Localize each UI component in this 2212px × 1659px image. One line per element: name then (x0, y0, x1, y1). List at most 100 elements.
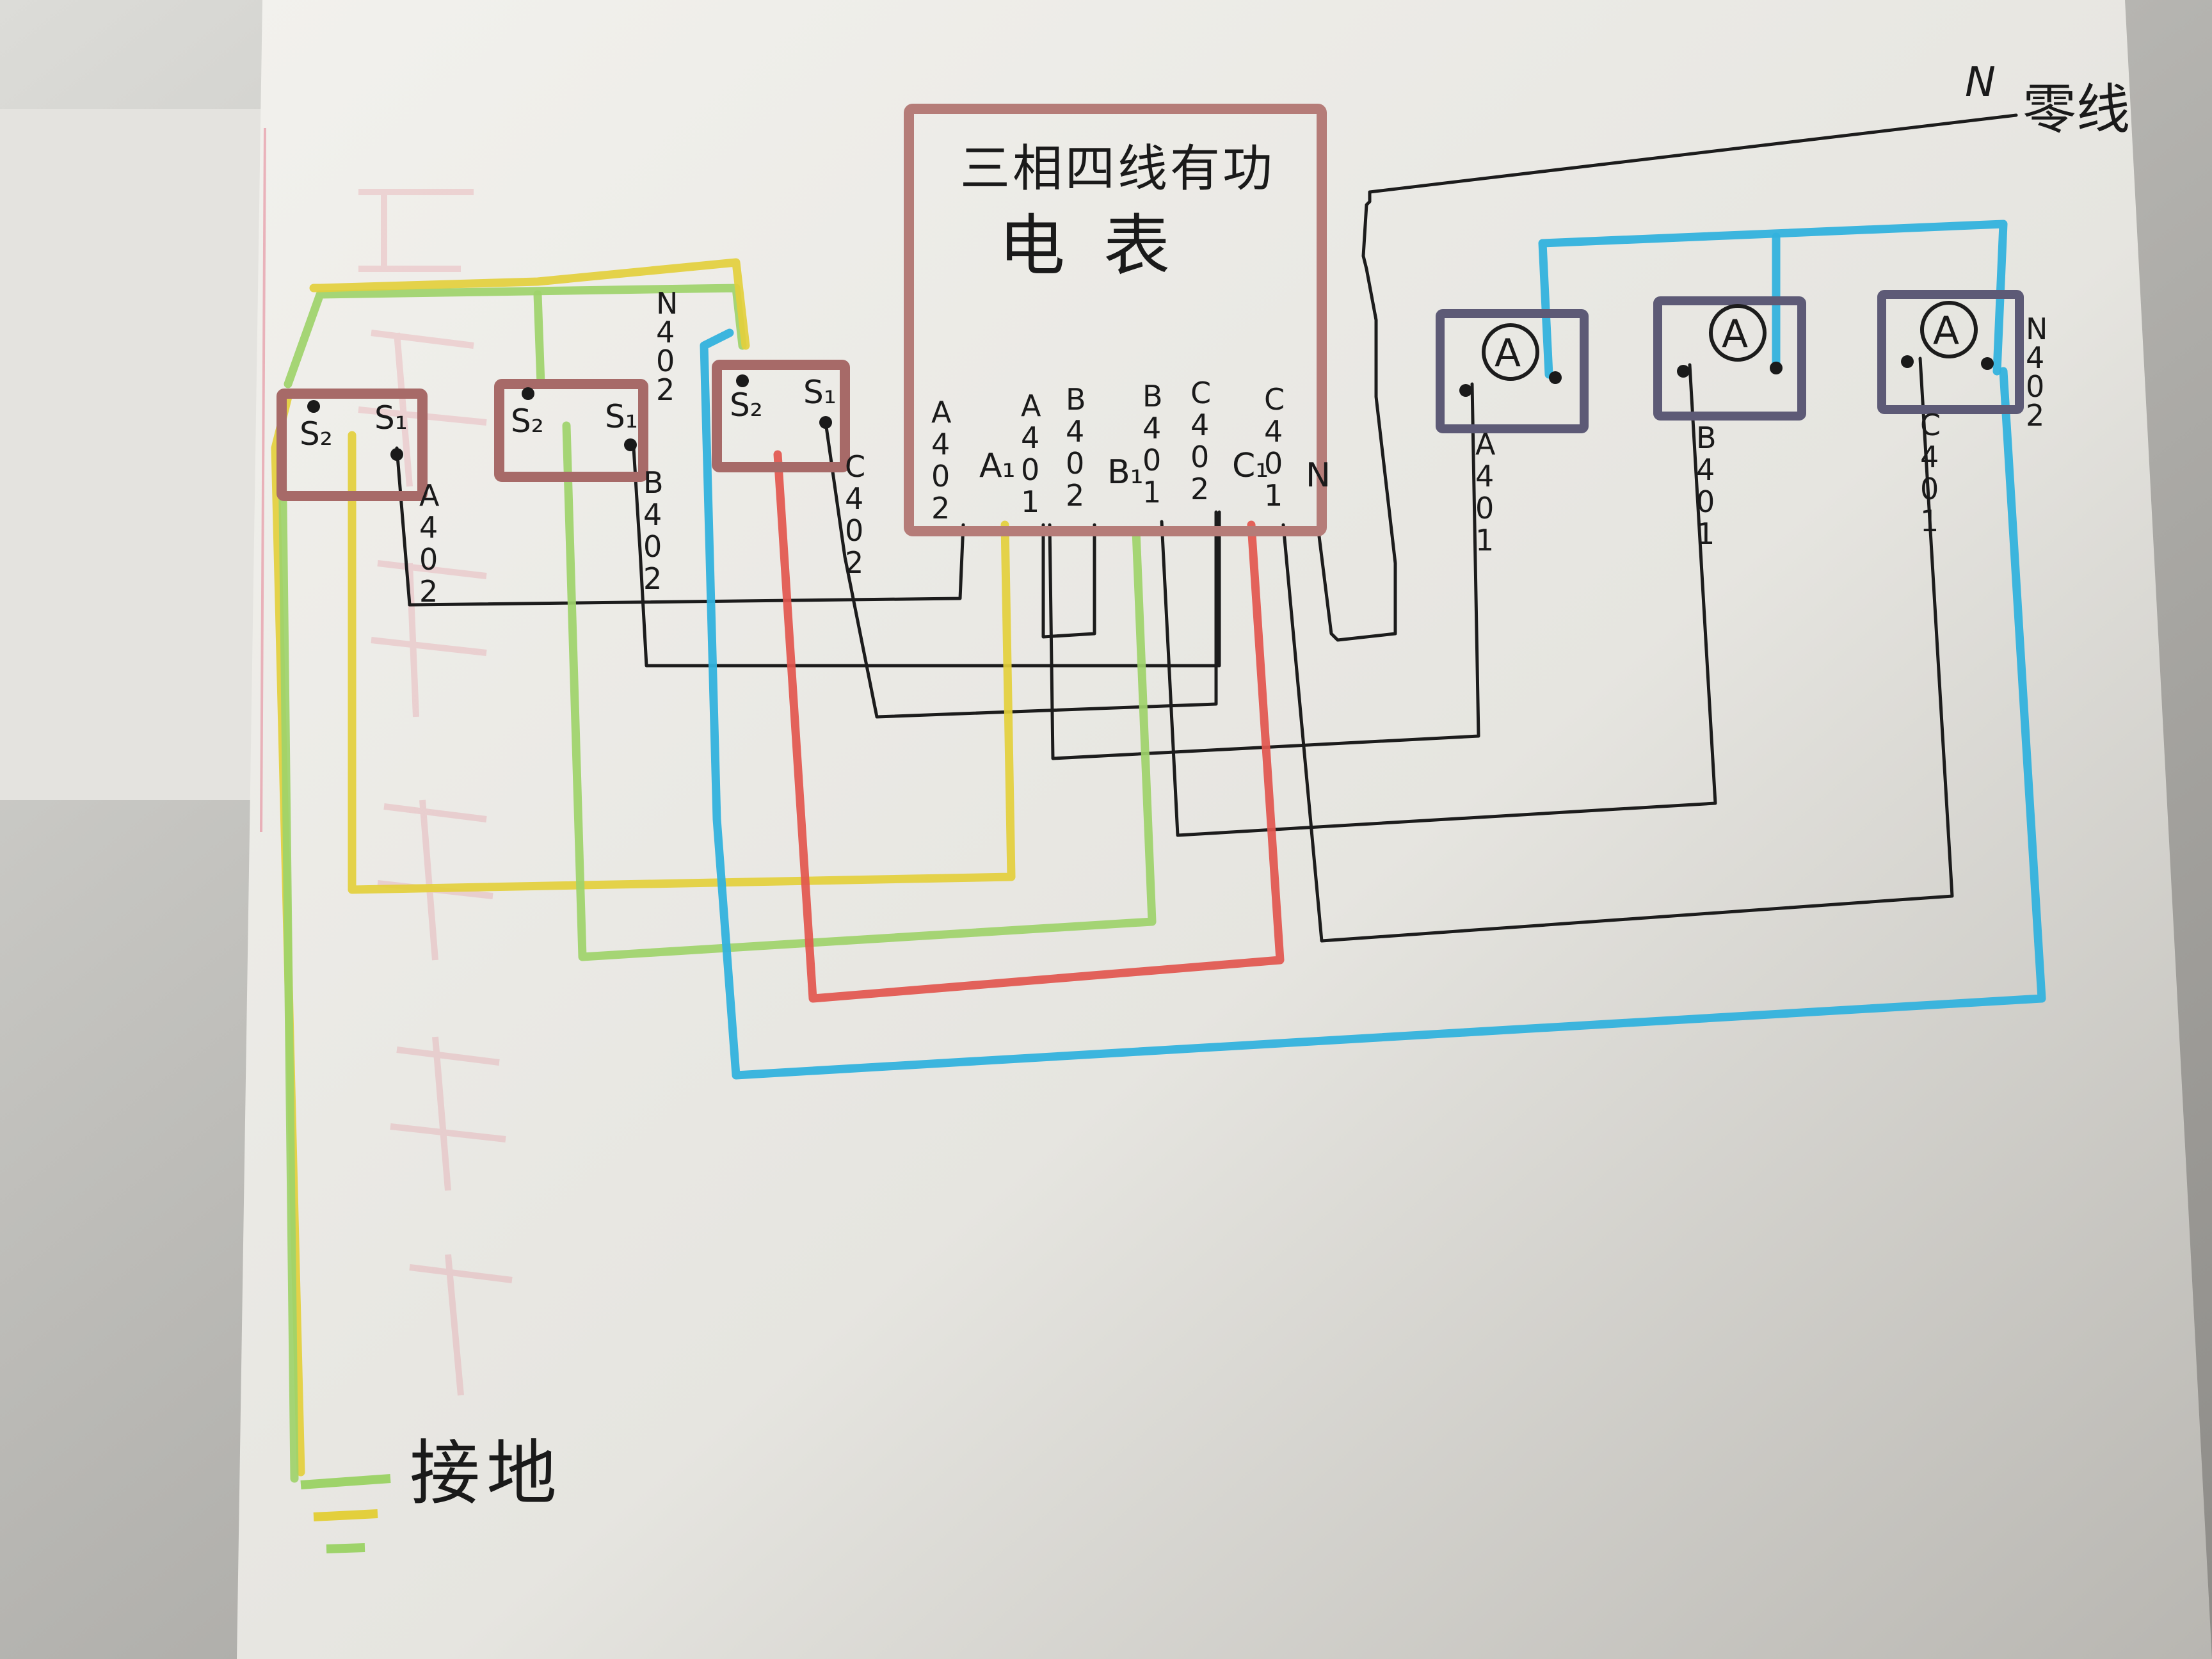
ammeter-c-wire-label-char: 0 (1920, 472, 1939, 506)
red-c1-loop (773, 450, 1285, 1003)
ammeter-c-circle (1920, 301, 1978, 358)
ammeter-c-wire-label-char: 1 (1920, 504, 1939, 538)
ammeter-c-box (1877, 290, 2024, 414)
ammeter-c-symbol: A (1933, 309, 1959, 353)
ct-neutral-label-char: 2 (656, 373, 675, 407)
ammeter-neutral-label-char: N (2026, 312, 2048, 346)
ammeter-a-box (1436, 309, 1589, 433)
ammeter-neutral-label-char: 2 (2026, 398, 2044, 433)
energy-meter: 三相四线有功 电表 (904, 104, 1327, 536)
meter-terminal-char: 1 (1142, 475, 1161, 509)
ct-neutral-label-char: 4 (656, 315, 675, 349)
ct-a-wire-label-char: 2 (419, 574, 438, 609)
ammeter-a: A (1436, 309, 1589, 433)
ct-c-wire-label-char: C (845, 449, 865, 484)
neutral-line-letter: N (1965, 59, 1996, 106)
meter-terminal-char: B (1142, 379, 1163, 413)
ct-b-s1-label: S₁ (605, 398, 638, 435)
ct-b-wire-label-char: 2 (643, 561, 662, 596)
wire-b402-meter (1041, 523, 1096, 639)
current-transformers: S₂ S₁ S₂ S₁ S₂ S₁ (276, 360, 850, 501)
ground-label: 接地 (410, 1432, 563, 1514)
meter-terminal-char: 1 (1021, 485, 1039, 519)
ammeter-b-symbol: A (1722, 312, 1748, 357)
neutral-line-label: 零线 (2023, 78, 2130, 141)
meter-terminal-char: 0 (1190, 440, 1209, 474)
wire-b402 (632, 446, 1221, 668)
green-ground-wire (277, 392, 299, 1483)
ct-b-wire-label-char: 0 (643, 529, 662, 564)
meter-terminal-char: 4 (1142, 411, 1161, 445)
meter-terminal-char: A₁ (979, 447, 1015, 485)
wire-c402 (824, 421, 1218, 719)
ct-a-s1-label: S₁ (374, 399, 408, 437)
ct-b-wire-label-char: B (643, 465, 664, 500)
ammeter-c: A (1877, 290, 2024, 414)
meter-terminal-char: A (1021, 389, 1041, 423)
meter-terminal-char: 0 (1264, 446, 1283, 481)
meter-terminal-char: 2 (1190, 472, 1209, 506)
wire-b401 (1160, 363, 1717, 837)
ct-neutral-label-char: N (656, 286, 678, 321)
meter-terminal-char: 2 (1066, 478, 1084, 513)
meter-terminal-char: 0 (1142, 443, 1161, 477)
wire-c401 (1281, 357, 1954, 943)
ammeter-a-wire-label-char: 0 (1475, 491, 1494, 525)
ammeter-b-box (1653, 296, 1806, 421)
meter-terminal-char: C₁ (1232, 447, 1269, 485)
paper-margin (260, 127, 266, 833)
ammeter-a-wire-label-char: A (1475, 427, 1496, 461)
ammeter-b-wire-label-char: B (1696, 421, 1717, 455)
ct-c-wire-label-char: 0 (845, 513, 863, 548)
ct-c-s1-label: S₁ (803, 374, 837, 411)
meter-terminal-char: 4 (931, 427, 950, 461)
ammeter-a-wire-label-char: 1 (1475, 523, 1494, 557)
ammeter-b: A (1653, 296, 1806, 421)
ct-b-wire-label-char: 4 (643, 497, 662, 532)
ammeter-a-symbol: A (1495, 331, 1521, 376)
ammeter-c-wire-label-char: 4 (1920, 440, 1939, 474)
neutral-line-wire (1317, 113, 2018, 642)
meter-terminal-char: C (1264, 382, 1285, 417)
ammeter-a-wire-label-char: 4 (1475, 459, 1494, 493)
yellow-top-bus (309, 258, 750, 350)
paper-sheet (237, 0, 2212, 1659)
green-bus-drop (533, 290, 545, 389)
ct-b: S₂ S₁ (494, 379, 648, 482)
ammeter-b-circle (1709, 304, 1767, 362)
ammeters: A A A (1436, 290, 2024, 433)
ammeter-a-circle (1482, 323, 1539, 381)
green-b1-loop (562, 421, 1157, 961)
envelope-flap (0, 109, 269, 800)
ammeter-b-wire-label-char: 4 (1696, 453, 1715, 487)
meter-terminal-char: 0 (1066, 446, 1084, 481)
meter-terminal-char: B₁ (1107, 453, 1144, 492)
ct-c-box (712, 360, 850, 472)
ct-a-box (276, 389, 428, 501)
ct-a-s2-label: S₂ (300, 415, 333, 453)
bleed-through-marks (358, 189, 513, 1396)
meter-title-line1: 三相四线有功 (960, 140, 1275, 198)
ammeter-neutral-label-char: 0 (2026, 369, 2044, 404)
meter-terminal-char: 4 (1066, 414, 1084, 449)
ammeter-neutral-label-char: 4 (2026, 341, 2044, 375)
ct-c-wire-label-char: 2 (845, 545, 863, 580)
ct-a-wire-label-char: A (419, 478, 440, 513)
ct-b-s2-label: S₂ (511, 403, 544, 440)
yellow-a1-loop (348, 431, 1016, 894)
meter-terminal-char: N (1306, 456, 1331, 495)
ammeter-c-wire-label-char: C (1920, 408, 1941, 442)
ammeter-b-wire-label-char: 1 (1696, 517, 1715, 551)
meter-title-line2: 电表 (998, 207, 1208, 285)
ct-c-s2-label: S₂ (730, 387, 763, 424)
meter-terminal-char: A (931, 395, 952, 429)
ct-a-wire-label-char: 4 (419, 510, 438, 545)
ct-c: S₂ S₁ (712, 360, 850, 472)
meter-terminal-char: 0 (931, 459, 950, 493)
ground-symbol (300, 1474, 391, 1553)
ct-b-box (494, 379, 648, 482)
